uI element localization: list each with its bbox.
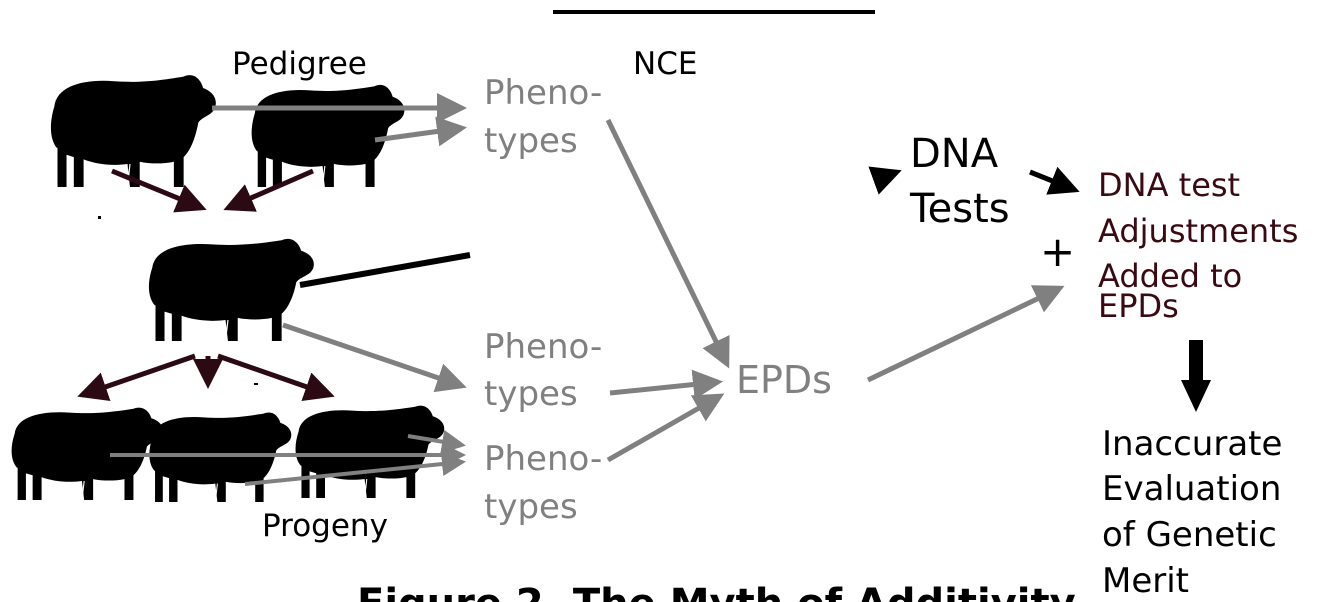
pedigree-arrow (111, 168, 207, 213)
phenotypes-bot-line1: Pheno- (484, 439, 602, 479)
result-line3: of Genetic (1102, 515, 1277, 555)
progeny-label: Progeny (262, 508, 388, 544)
adjustments-line2: Adjustments (1098, 212, 1298, 250)
sire-line (299, 252, 471, 288)
phenotypes-mid-line1: Pheno- (484, 327, 602, 367)
bull-icon (294, 404, 445, 499)
adjustment-arrow (866, 285, 1065, 383)
dot (98, 216, 101, 219)
figure-title: Figure 2. The Myth of Additivity (357, 581, 1076, 602)
adjustments-line4: EPDs (1098, 287, 1179, 325)
epd-arrow (606, 393, 725, 463)
adjustments-line3: Added to (1098, 257, 1242, 295)
down-arrow-icon (1181, 380, 1211, 412)
phenotypes-mid-line2: types (484, 374, 578, 414)
pedigree-arrow (223, 168, 314, 212)
dna-tests-line1: DNA (910, 131, 999, 177)
bull-icon (250, 84, 406, 188)
dna-arrow (1029, 166, 1080, 195)
dot (254, 383, 258, 385)
bull-icon (50, 74, 217, 188)
plus-sign: + (1040, 227, 1075, 276)
progeny-arrow (77, 353, 196, 402)
result-line4: Merit (1102, 561, 1189, 601)
epds-label: EPDs (736, 358, 832, 402)
pedigree-label: Pedigree (232, 46, 367, 82)
dna-arrow (868, 166, 902, 195)
phenotypes-bot-line2: types (484, 487, 578, 527)
dna-tests-line2: Tests (909, 186, 1010, 232)
phenotype-arrow (244, 452, 466, 486)
result-line2: Evaluation (1102, 469, 1281, 509)
epd-arrow (609, 369, 723, 400)
phenotype-arrow (282, 322, 467, 393)
phenotype-arrow (407, 429, 466, 454)
nce-label: NCE (633, 46, 697, 82)
phenotypes-top-line1: Pheno- (484, 73, 602, 113)
progeny-arrow (217, 353, 335, 401)
adjustments-line1: DNA test (1098, 166, 1240, 204)
result-line1: Inaccurate (1102, 424, 1282, 464)
bull-icon (148, 411, 292, 503)
phenotype-arrow (374, 116, 467, 147)
phenotypes-top-line2: types (484, 121, 578, 161)
epd-arrow (605, 118, 730, 369)
